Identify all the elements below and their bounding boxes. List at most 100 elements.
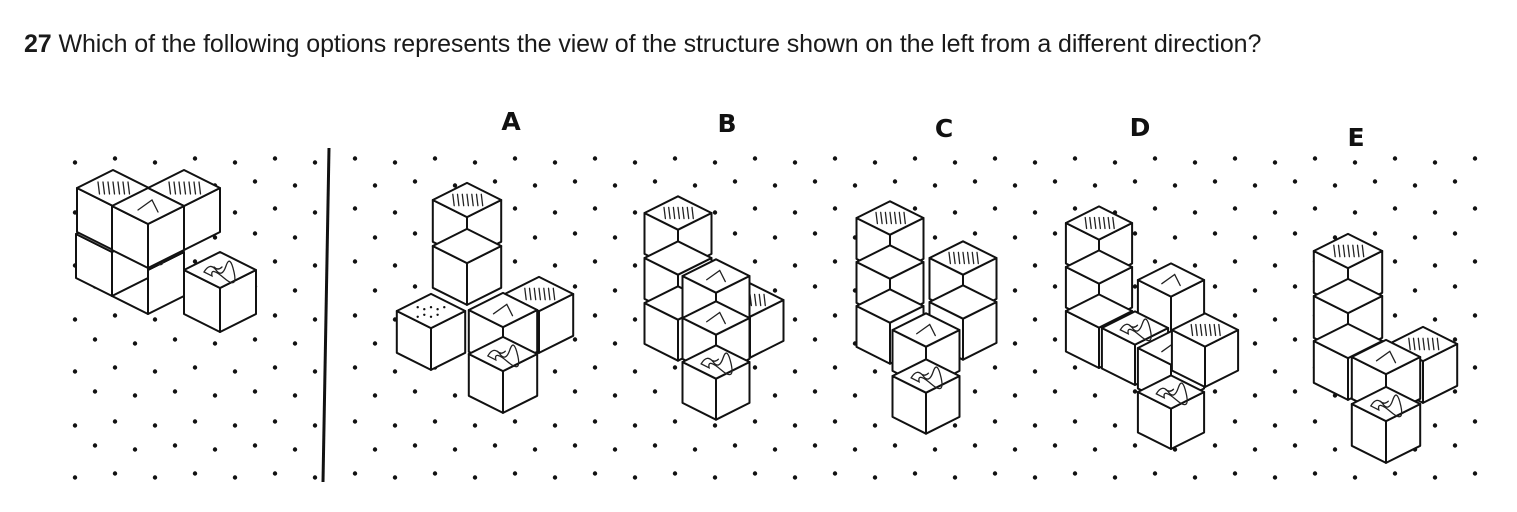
- grid-dot: [552, 423, 558, 428]
- arrow-marking: [1375, 350, 1397, 364]
- grid-dot: [1392, 259, 1398, 264]
- grid-dot: [1232, 419, 1238, 424]
- cube-top-face: [1064, 293, 1134, 329]
- grid-dot: [732, 443, 738, 448]
- grid-dot: [1032, 475, 1038, 480]
- grid-dot: [772, 235, 778, 240]
- grid-dot: [72, 369, 78, 374]
- stipple-marking: [423, 308, 426, 311]
- grid-dot: [772, 183, 778, 188]
- grid-dot: [692, 183, 698, 188]
- grid-dot: [1232, 313, 1238, 318]
- stipple-marking: [429, 306, 433, 309]
- grid-dot: [652, 179, 658, 184]
- grid-dot: [1132, 179, 1138, 184]
- grid-dot: [1052, 443, 1058, 448]
- option-d[interactable]: D: [1064, 113, 1240, 450]
- grid-dot: [792, 369, 798, 374]
- grid-dot: [132, 341, 138, 346]
- option-c[interactable]: C: [855, 114, 998, 435]
- grid-dot: [752, 156, 758, 161]
- grid-dot: [1032, 369, 1038, 374]
- grid-dot: [392, 160, 398, 165]
- divider-line: [321, 147, 331, 483]
- arrow-marking: [916, 323, 936, 337]
- grid-dot: [372, 447, 378, 452]
- hatch-marking: [1333, 244, 1365, 258]
- grid-dot: [552, 210, 558, 215]
- grid-dot: [1032, 317, 1038, 322]
- grid-dot: [1312, 471, 1318, 476]
- arrow-marking: [706, 311, 726, 325]
- hatch-marking: [1408, 337, 1440, 351]
- option-a[interactable]: A: [395, 107, 575, 414]
- grid-dot: [992, 206, 998, 211]
- cube-top-face: [1312, 277, 1384, 315]
- grid-dot: [1432, 263, 1438, 268]
- option-e-label: E: [1347, 123, 1364, 152]
- grid-dot: [352, 206, 358, 211]
- grid-dot: [1072, 156, 1078, 161]
- grid-dot: [1052, 389, 1058, 394]
- stipple-marking: [416, 315, 419, 318]
- grid-dot: [432, 419, 438, 424]
- grid-dot: [212, 235, 218, 240]
- grid-dot: [272, 313, 278, 318]
- grid-dot: [452, 447, 458, 452]
- grid-dot: [1352, 475, 1358, 480]
- cube-top-face: [855, 244, 925, 280]
- grid-dot: [1012, 235, 1018, 240]
- hatch-marking: [168, 181, 202, 195]
- cube-top-face: [1100, 310, 1170, 346]
- grid-dot: [1152, 259, 1158, 264]
- stipple-marking: [416, 306, 419, 309]
- grid-dot: [1052, 337, 1058, 342]
- grid-dot: [512, 206, 518, 211]
- grid-dot: [412, 179, 418, 184]
- grid-dot: [112, 365, 118, 370]
- grid-dot: [1292, 179, 1298, 184]
- grid-dot: [372, 288, 378, 293]
- grid-dot: [252, 443, 258, 448]
- grid-dot: [292, 447, 298, 452]
- grid-dot: [472, 423, 478, 428]
- grid-dot: [1472, 259, 1478, 264]
- cube-top-face: [183, 251, 257, 289]
- grid-dot: [172, 337, 178, 342]
- grid-dot: [232, 423, 238, 428]
- swirl-marking: [1155, 382, 1188, 406]
- grid-dot: [572, 179, 578, 184]
- grid-dot: [432, 156, 438, 161]
- grid-dot: [752, 365, 758, 370]
- grid-dot: [752, 419, 758, 424]
- grid-dot: [732, 179, 738, 184]
- stipple-marking: [423, 313, 426, 316]
- grid-dot: [812, 389, 818, 394]
- grid-dot: [1472, 156, 1478, 161]
- grid-dot: [1012, 341, 1018, 346]
- grid-dot: [112, 156, 118, 161]
- grid-dot: [752, 259, 758, 264]
- grid-dot: [592, 471, 598, 476]
- grid-dot: [292, 288, 298, 293]
- grid-dot: [472, 475, 478, 480]
- hatch-marking: [1190, 323, 1221, 337]
- grid-dot: [292, 183, 298, 188]
- option-b[interactable]: B: [643, 109, 785, 421]
- grid-dot: [1132, 443, 1138, 448]
- grid-dot: [1272, 160, 1278, 165]
- grid-dot: [1292, 231, 1298, 236]
- grid-dot: [232, 160, 238, 165]
- option-e[interactable]: E: [1312, 123, 1459, 464]
- grid-dot: [1212, 179, 1218, 184]
- grid-dot: [172, 443, 178, 448]
- grid-dot: [352, 365, 358, 370]
- grid-dot: [312, 475, 318, 480]
- grid-dot: [1252, 341, 1258, 346]
- grid-dot: [1372, 179, 1378, 184]
- grid-dot: [392, 475, 398, 480]
- grid-dot: [1252, 447, 1258, 452]
- grid-dot: [632, 423, 638, 428]
- grid-dot: [872, 475, 878, 480]
- grid-dot: [992, 471, 998, 476]
